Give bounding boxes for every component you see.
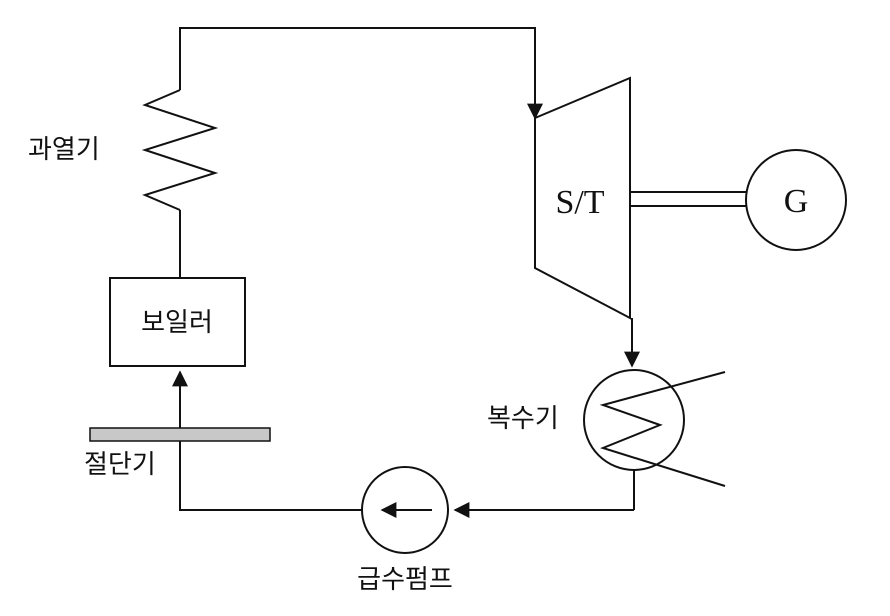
condenser-label: 복수기 [487, 404, 559, 434]
cutoff-bar [89, 427, 271, 442]
boiler-label: 보일러 [141, 308, 213, 338]
cutoff-label: 절단기 [84, 450, 156, 480]
steam-pipe-top [179, 27, 543, 120]
condenser-cooling-coil [599, 371, 726, 487]
generator-circle [745, 149, 847, 251]
superheater-coil [141, 89, 219, 211]
feed-water-pipe [172, 370, 362, 511]
turbine-label: S/T [555, 184, 604, 221]
feed-pump-label: 급수펌프 [357, 565, 453, 595]
boiler-box [109, 277, 246, 367]
condenser-circle [583, 369, 685, 471]
superheater-label: 과열기 [28, 135, 100, 165]
generator-label: G [784, 183, 809, 220]
turbine-shape [534, 76, 631, 320]
